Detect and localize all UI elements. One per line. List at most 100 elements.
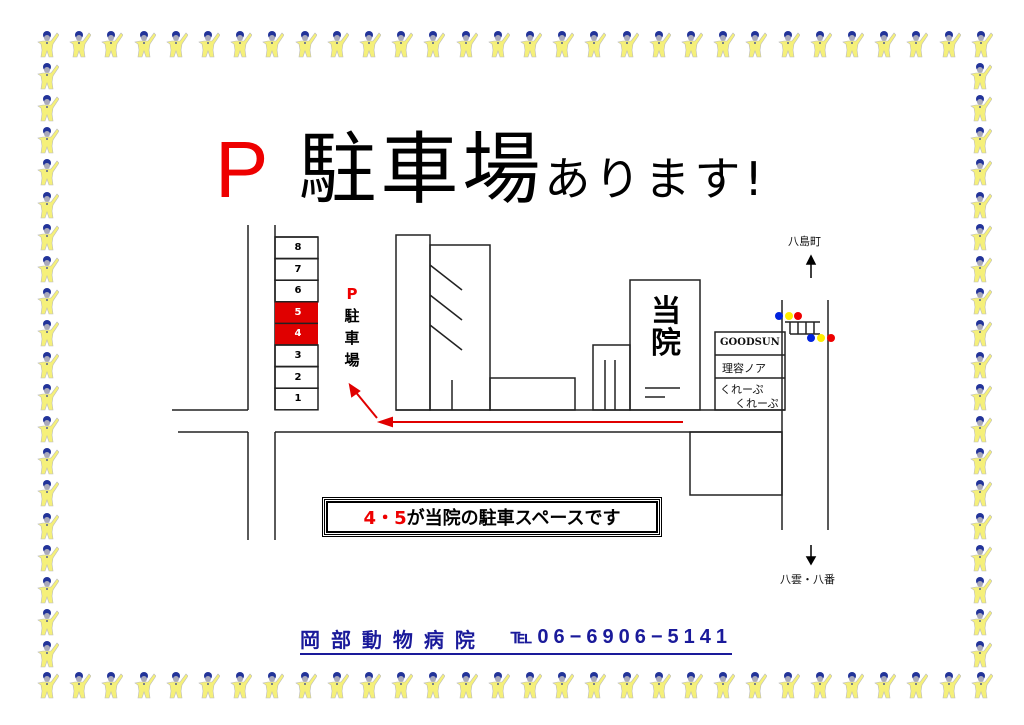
mascot-figure-icon bbox=[359, 30, 382, 58]
mascot-figure-icon bbox=[938, 30, 961, 58]
banner-text: が当院の駐車スペースです bbox=[406, 508, 621, 529]
mascot-figure-icon bbox=[970, 351, 993, 379]
mascot-figure-icon bbox=[230, 671, 253, 699]
hospital-char: 院 bbox=[651, 326, 681, 361]
mascot-figure-icon bbox=[970, 544, 993, 572]
buildings bbox=[395, 234, 820, 411]
mascot-figure-icon bbox=[166, 30, 189, 58]
mascot-figure-icon bbox=[37, 351, 60, 379]
north-arrow bbox=[805, 254, 817, 278]
parking-p: P bbox=[215, 125, 269, 214]
parking-label-char: 駐 bbox=[344, 307, 360, 325]
slot-number: 2 bbox=[294, 371, 302, 383]
parking-label: P 駐 車 場 bbox=[340, 283, 364, 371]
mascot-figure-icon bbox=[37, 447, 60, 475]
hospital-label: 当 院 bbox=[640, 296, 692, 360]
mascot-figure-icon bbox=[681, 30, 704, 58]
mascot-figure-icon bbox=[198, 671, 221, 699]
mascot-figure-icon bbox=[37, 383, 60, 411]
mascot-figure-icon bbox=[37, 479, 60, 507]
south-arrow bbox=[805, 545, 817, 566]
mascot-figure-icon bbox=[906, 30, 929, 58]
hospital-char: 当 bbox=[651, 294, 681, 329]
mascot-figure-icon bbox=[970, 223, 993, 251]
mascot-figure-icon bbox=[616, 671, 639, 699]
mascot-figure-icon bbox=[37, 544, 60, 572]
mascot-figure-icon bbox=[488, 671, 511, 699]
mascot-figure-icon bbox=[488, 30, 511, 58]
mascot-figure-icon bbox=[69, 671, 92, 699]
notice-banner: 4・5 が当院の駐車スペースです bbox=[322, 497, 662, 537]
mascot-figure-icon bbox=[455, 30, 478, 58]
mascot-figure-icon bbox=[69, 30, 92, 58]
parking-slot bbox=[275, 323, 318, 345]
mascot-figure-icon bbox=[906, 671, 929, 699]
parking-slots bbox=[274, 236, 319, 411]
mascot-figure-icon bbox=[166, 671, 189, 699]
mascot-figure-icon bbox=[649, 671, 672, 699]
mascot-figure-icon bbox=[584, 30, 607, 58]
mascot-figure-icon bbox=[713, 671, 736, 699]
title-kanji: 駐車場 bbox=[298, 125, 545, 215]
mascot-figure-icon bbox=[37, 255, 60, 283]
traffic-lights bbox=[775, 312, 835, 342]
mascot-figure-icon bbox=[327, 671, 350, 699]
mascot-figure-icon bbox=[552, 30, 575, 58]
mascot-figure-icon bbox=[842, 30, 865, 58]
mascot-figure-icon bbox=[294, 671, 317, 699]
mascot-figure-icon bbox=[777, 30, 800, 58]
mascot-figure-icon bbox=[37, 158, 60, 186]
footer: 岡 部 動 物 病 院 ℡06−6906−5141 bbox=[300, 624, 732, 655]
mascot-figure-icon bbox=[810, 30, 833, 58]
mascot-figure-icon bbox=[745, 671, 768, 699]
mascot-figure-icon bbox=[616, 30, 639, 58]
mascot-figure-icon bbox=[970, 62, 993, 90]
mascot-figure-icon bbox=[970, 640, 993, 668]
mascot-figure-icon bbox=[37, 94, 60, 122]
shop-crepe: くれーぷ bbox=[720, 383, 764, 396]
slot-number: 4 bbox=[294, 328, 302, 340]
mascot-figure-icon bbox=[391, 30, 414, 58]
mascot-figure-icon bbox=[970, 126, 993, 154]
phone-number: ℡06−6906−5141 bbox=[510, 626, 732, 648]
route-arrow bbox=[348, 382, 683, 428]
mascot-figure-icon bbox=[37, 62, 60, 90]
mascot-figure-icon bbox=[37, 576, 60, 604]
mascot-figure-icon bbox=[37, 30, 60, 58]
south-label: 八雲・八番 bbox=[780, 573, 835, 586]
mascot-figure-icon bbox=[37, 126, 60, 154]
mascot-figure-icon bbox=[37, 191, 60, 219]
mascot-figure-icon bbox=[133, 671, 156, 699]
mascot-figure-icon bbox=[327, 30, 350, 58]
mascot-figure-icon bbox=[520, 671, 543, 699]
mascot-figure-icon bbox=[552, 671, 575, 699]
parking-slot bbox=[275, 301, 318, 324]
mascot-figure-icon bbox=[971, 671, 994, 699]
mascot-figure-icon bbox=[101, 671, 124, 699]
mascot-figure-icon bbox=[262, 671, 285, 699]
mascot-figure-icon bbox=[294, 30, 317, 58]
banner-numbers: 4・5 bbox=[363, 508, 407, 529]
mascot-figure-icon bbox=[970, 158, 993, 186]
mascot-figure-icon bbox=[874, 671, 897, 699]
mascot-figure-icon bbox=[842, 671, 865, 699]
slot-number: 1 bbox=[294, 393, 302, 405]
mascot-figure-icon bbox=[198, 30, 221, 58]
mascot-figure-icon bbox=[230, 30, 253, 58]
mascot-figure-icon bbox=[584, 671, 607, 699]
mascot-figure-icon bbox=[970, 383, 993, 411]
mascot-figure-icon bbox=[970, 287, 993, 315]
mascot-figure-icon bbox=[938, 671, 961, 699]
slot-number: 6 bbox=[294, 285, 302, 297]
mascot-figure-icon bbox=[970, 608, 993, 636]
mascot-figure-icon bbox=[649, 30, 672, 58]
mascot-figure-icon bbox=[37, 319, 60, 347]
mascot-figure-icon bbox=[37, 287, 60, 315]
mascot-figure-icon bbox=[970, 512, 993, 540]
mascot-figure-icon bbox=[970, 191, 993, 219]
mascot-figure-icon bbox=[133, 30, 156, 58]
mascot-figure-icon bbox=[262, 30, 285, 58]
mascot-figure-icon bbox=[970, 415, 993, 443]
mascot-figure-icon bbox=[777, 671, 800, 699]
